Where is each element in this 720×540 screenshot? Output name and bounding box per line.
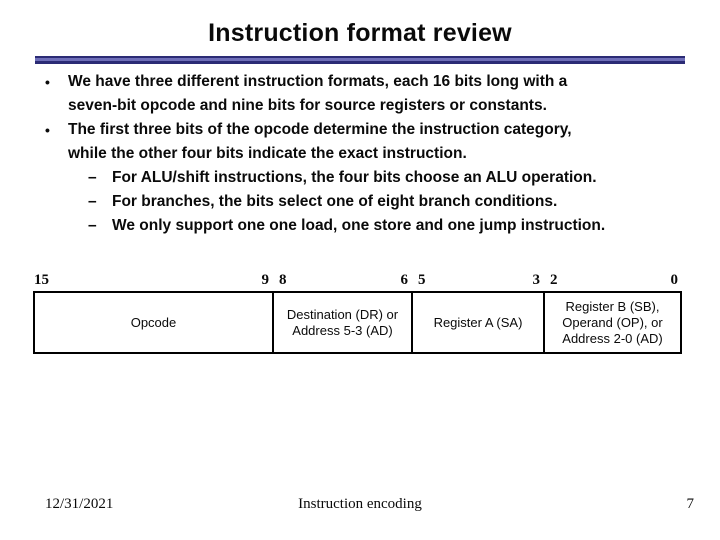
bit-low: 9 xyxy=(261,272,270,288)
bullet-line: The first three bits of the opcode deter… xyxy=(68,121,572,138)
bit-low: 3 xyxy=(532,272,541,288)
field-destination: Destination (DR) or Address 5-3 (AD) xyxy=(274,293,413,352)
dash-marker: – xyxy=(88,217,97,234)
bit-high: 2 xyxy=(550,272,558,288)
bullet-item: • We have three different instruction fo… xyxy=(45,70,720,118)
dash-marker: – xyxy=(88,169,97,186)
bullet-list: • We have three different instruction fo… xyxy=(0,70,720,238)
dash-marker: – xyxy=(88,193,97,210)
bit-range-label-opcode: 15 9 xyxy=(33,271,274,290)
bit-range-label-register-a: 5 3 xyxy=(413,271,545,290)
instruction-format-diagram: Opcode Destination (DR) or Address 5-3 (… xyxy=(33,291,682,354)
bit-low: 0 xyxy=(670,272,679,288)
sub-bullet-item: – We only support one one load, one stor… xyxy=(88,214,720,238)
bullet-text: For ALU/shift instructions, the four bit… xyxy=(112,166,597,190)
bullet-line: We have three different instruction form… xyxy=(68,73,568,90)
sub-bullet-item: – For ALU/shift instructions, the four b… xyxy=(88,166,720,190)
field-label-line: Destination (DR) or xyxy=(286,306,399,322)
bit-range-label-register-b: 2 0 xyxy=(545,271,682,290)
slide-title: Instruction format review xyxy=(208,19,512,47)
sub-bullet-item: – For branches, the bits select one of e… xyxy=(88,190,720,214)
bit-low: 6 xyxy=(400,272,409,288)
field-label-line: Register A (SA) xyxy=(433,314,523,330)
footer-title: Instruction encoding xyxy=(298,496,422,512)
bullet-line: For ALU/shift instructions, the four bit… xyxy=(112,169,597,186)
field-register-b: Register B (SB), Operand (OP), or Addres… xyxy=(545,293,680,352)
bit-high: 5 xyxy=(418,272,426,288)
bullet-text: We only support one one load, one store … xyxy=(112,214,605,238)
bullet-text: We have three different instruction form… xyxy=(68,70,567,118)
field-label-line: Address 2-0 (AD) xyxy=(562,330,663,346)
bullet-marker: • xyxy=(45,122,50,138)
bullet-marker: • xyxy=(45,74,50,90)
field-opcode: Opcode xyxy=(35,293,274,352)
bullet-text: The first three bits of the opcode deter… xyxy=(68,118,572,166)
bit-high: 8 xyxy=(279,272,287,288)
footer-page-number: 7 xyxy=(686,496,695,512)
title-divider-rule xyxy=(35,56,685,64)
bit-high: 15 xyxy=(34,272,49,288)
field-label-line: Register B (SB), xyxy=(565,298,660,314)
bullet-text: For branches, the bits select one of eig… xyxy=(112,190,557,214)
field-label-line: Address 5-3 (AD) xyxy=(292,322,393,338)
footer-date: 12/31/2021 xyxy=(45,496,114,512)
bullet-line: For branches, the bits select one of eig… xyxy=(112,193,558,210)
bit-range-label-destination: 8 6 xyxy=(274,271,413,290)
bullet-line: while the other four bits indicate the e… xyxy=(68,145,467,162)
bullet-line: We only support one one load, one store … xyxy=(112,217,606,234)
field-label-line: Opcode xyxy=(130,314,177,330)
bullet-item: • The first three bits of the opcode det… xyxy=(45,118,720,166)
field-label-line: Operand (OP), or xyxy=(562,314,663,330)
bullet-line: seven-bit opcode and nine bits for sourc… xyxy=(68,97,547,114)
field-register-a: Register A (SA) xyxy=(413,293,545,352)
